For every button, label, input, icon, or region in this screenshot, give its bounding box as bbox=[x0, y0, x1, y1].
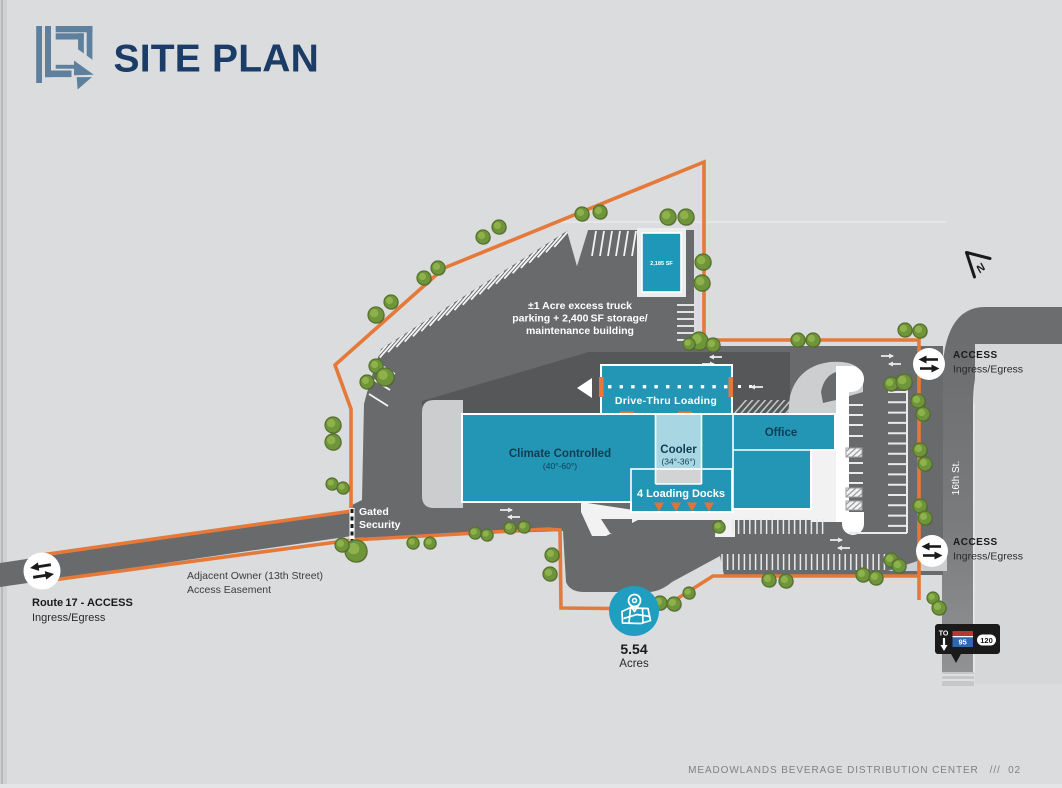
svg-text:maintenance building: maintenance building bbox=[526, 325, 634, 337]
svg-text:Ingress/Egress: Ingress/Egress bbox=[953, 551, 1023, 563]
svg-text:Climate Controlled: Climate Controlled bbox=[509, 448, 611, 460]
svg-text:parking + 2,400 SF storage/: parking + 2,400 SF storage/ bbox=[512, 313, 648, 325]
svg-text:(34°-36°): (34°-36°) bbox=[661, 457, 695, 467]
svg-text:Adjacent Owner (13th Street): Adjacent Owner (13th Street) bbox=[187, 570, 323, 582]
svg-text:Cooler: Cooler bbox=[660, 444, 697, 456]
svg-text:ACCESS: ACCESS bbox=[953, 350, 998, 361]
svg-text:120: 120 bbox=[980, 636, 993, 645]
svg-text:(40°-60°): (40°-60°) bbox=[543, 461, 577, 471]
svg-text:2,185 SF: 2,185 SF bbox=[650, 261, 673, 267]
svg-text:Gated: Gated bbox=[359, 506, 389, 518]
svg-text:TO: TO bbox=[939, 631, 949, 638]
svg-text:95: 95 bbox=[959, 638, 967, 647]
svg-text:4 Loading Docks: 4 Loading Docks bbox=[637, 488, 725, 500]
svg-text:Ingress/Egress: Ingress/Egress bbox=[953, 364, 1023, 376]
svg-text:MEADOWLANDS BEVERAGE DISTRIBUT: MEADOWLANDS BEVERAGE DISTRIBUTION CENTER… bbox=[688, 765, 1021, 776]
svg-text:SITE PLAN: SITE PLAN bbox=[114, 38, 319, 81]
svg-text:Ingress/Egress: Ingress/Egress bbox=[32, 612, 106, 624]
svg-text:Access Easement: Access Easement bbox=[187, 584, 271, 596]
svg-text:Office: Office bbox=[765, 427, 798, 439]
svg-text:±1 Acre excess truck: ±1 Acre excess truck bbox=[528, 300, 632, 312]
svg-text:Route 17 - ACCESS: Route 17 - ACCESS bbox=[32, 597, 133, 609]
svg-text:5.54: 5.54 bbox=[620, 641, 647, 657]
svg-text:Acres: Acres bbox=[619, 658, 649, 670]
svg-text:Drive-Thru Loading: Drive-Thru Loading bbox=[615, 395, 717, 407]
svg-text:16th St.: 16th St. bbox=[951, 461, 962, 495]
svg-text:ACCESS: ACCESS bbox=[953, 537, 998, 548]
svg-text:Security: Security bbox=[359, 519, 401, 531]
